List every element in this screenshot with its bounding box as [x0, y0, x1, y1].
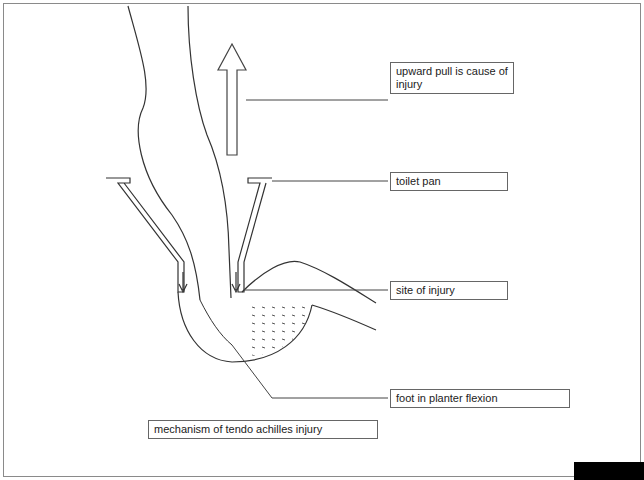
site-arrow: [179, 272, 187, 292]
leader-line: [232, 345, 388, 398]
corner-bar: [574, 462, 644, 480]
label-text: mechanism of tendo achilles injury: [154, 423, 372, 436]
label-box: site of injury: [390, 281, 508, 300]
label-box: upward pull is cause of injury: [390, 62, 514, 94]
leader-line: [244, 290, 388, 291]
foot-outline: [242, 261, 376, 303]
label-text: toilet pan: [396, 175, 502, 188]
pull-arrow: [218, 44, 246, 155]
label-text: foot in planter flexion: [396, 392, 564, 405]
label-text: upward pull is cause of injury: [396, 65, 508, 91]
toilet-pan: [106, 178, 184, 292]
pan-bowl: [178, 292, 312, 362]
leg-outline: [128, 6, 200, 300]
toilet-pan: [238, 178, 272, 292]
frame: [4, 4, 641, 477]
water: [248, 306, 312, 356]
foot-outline: [312, 305, 376, 330]
leg-outline: [188, 6, 231, 298]
label-text: site of injury: [396, 284, 502, 297]
label-box: foot in planter flexion: [390, 389, 570, 408]
foot-outline: [200, 300, 232, 345]
label-box: toilet pan: [390, 172, 508, 191]
leader-line: [246, 100, 388, 101]
site-arrow: [232, 272, 240, 292]
caption-box: mechanism of tendo achilles injury: [148, 420, 378, 439]
leader-line: [272, 181, 388, 182]
